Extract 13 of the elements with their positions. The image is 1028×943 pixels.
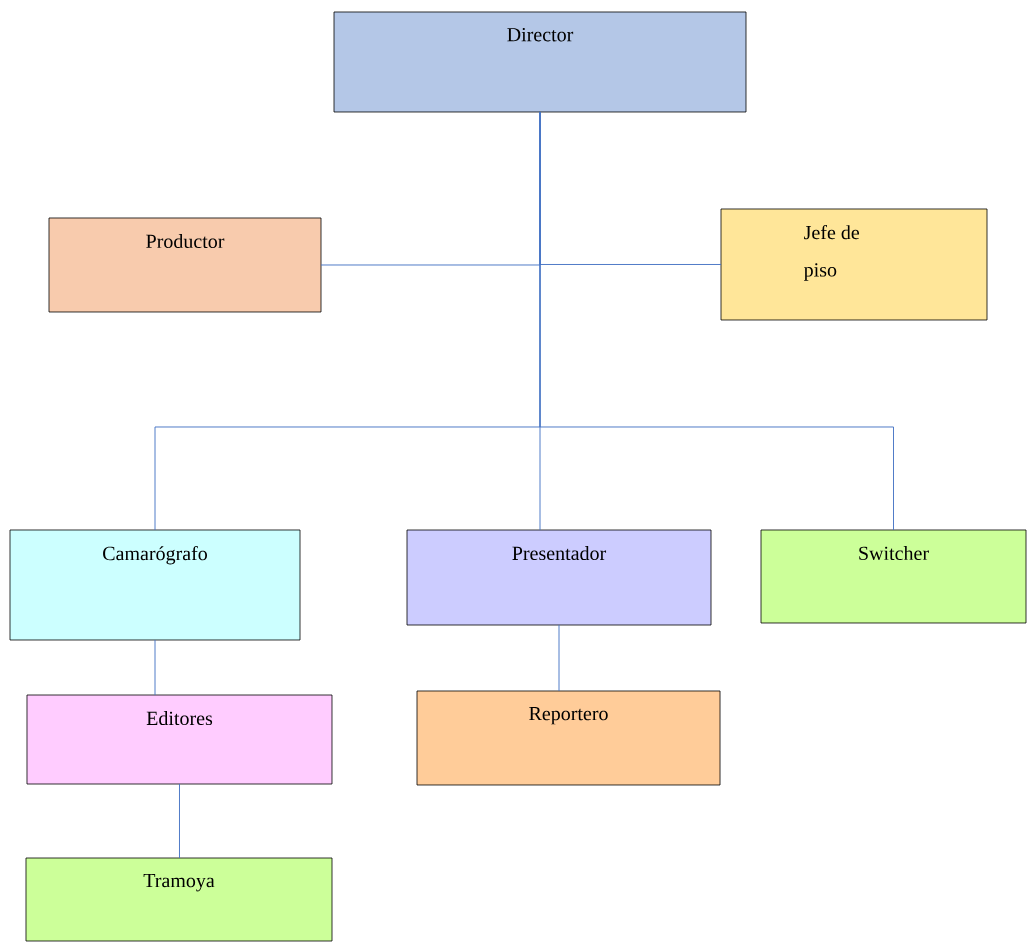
role-box: Camarógrafo (9, 529, 301, 641)
connector-line (179, 783, 180, 859)
role-box: Editores (26, 694, 333, 785)
connector-line (154, 639, 156, 696)
role-box: Presentador (406, 529, 712, 626)
role-box: Tramoya (25, 857, 333, 942)
role-box: Reportero (416, 690, 721, 786)
role-box: Productor (48, 217, 322, 313)
connector-line (558, 624, 560, 692)
connector-line (539, 111, 894, 531)
role-box: Director (333, 11, 747, 113)
role-box: Switcher (760, 529, 1027, 624)
role-box: Jefe de piso (720, 208, 988, 321)
